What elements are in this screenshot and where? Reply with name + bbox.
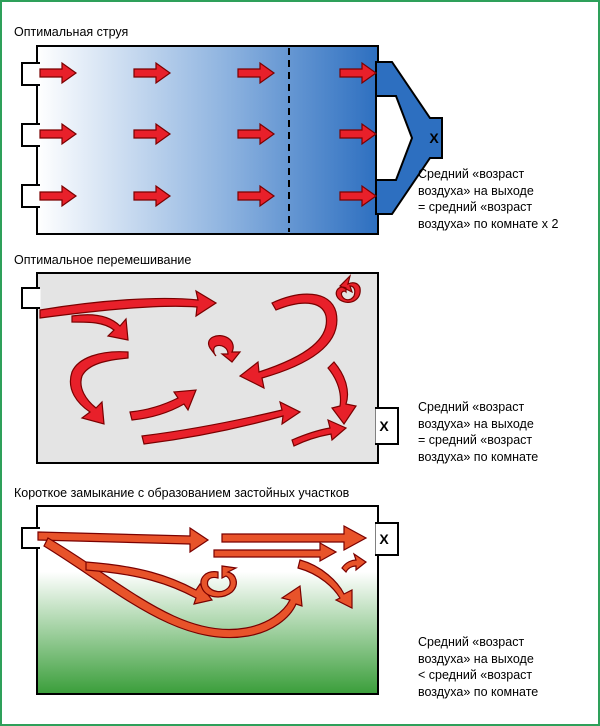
inlet-slot bbox=[21, 184, 40, 208]
exit-x-label: X bbox=[379, 418, 389, 434]
flow-arrow bbox=[297, 559, 353, 609]
flow-arrow bbox=[39, 289, 218, 319]
note-line: воздуха» на выходе bbox=[418, 651, 534, 666]
flow-arrow bbox=[39, 122, 78, 146]
flow-arrow bbox=[85, 561, 214, 605]
flow-arrow bbox=[133, 61, 172, 85]
note-line: = средний «возраст bbox=[418, 200, 533, 214]
flow-arrow bbox=[237, 61, 276, 85]
flow-arrow bbox=[335, 274, 361, 303]
flow-arrow bbox=[339, 61, 378, 85]
exit-x-label: X bbox=[379, 531, 389, 547]
flow-arrow bbox=[238, 293, 338, 390]
flow-arrow bbox=[341, 552, 368, 574]
note-line: = средний «возраст bbox=[418, 433, 533, 447]
flow-arrow bbox=[133, 122, 172, 146]
panel-note: Средний «возраст воздуха» на выходе = ср… bbox=[418, 166, 558, 232]
flow-arrow bbox=[237, 184, 276, 208]
flow-arrow bbox=[37, 526, 210, 554]
note-line: Средний «возраст bbox=[418, 400, 525, 414]
note-line: воздуха» на выходе bbox=[418, 183, 534, 198]
note-line: воздуха» по комнате bbox=[418, 684, 539, 699]
panel-title: Короткое замыкание с образованием застой… bbox=[14, 486, 350, 500]
inlet-slot bbox=[21, 287, 40, 309]
flow-arrow bbox=[69, 351, 129, 425]
note-line: воздуха» на выходе bbox=[418, 416, 534, 431]
panel-note: Средний «возраст воздуха» на выходе = ср… bbox=[418, 399, 538, 465]
note-line: воздуха» по комнате bbox=[418, 449, 539, 464]
panel-optimal-jet: X bbox=[21, 45, 443, 235]
flow-arrow bbox=[208, 335, 242, 363]
short-circuit-arrows bbox=[37, 524, 368, 639]
inlet-slot bbox=[21, 123, 40, 147]
inlet-slot bbox=[21, 527, 40, 549]
flow-arrow bbox=[141, 400, 302, 445]
note-line: < средний «возраст bbox=[418, 668, 533, 682]
note-line: Средний «возраст bbox=[418, 167, 525, 181]
panel-note: Средний «возраст воздуха» на выходе < ср… bbox=[418, 634, 538, 700]
inlet-slot bbox=[21, 62, 40, 86]
flow-arrow bbox=[339, 122, 378, 146]
panel-title: Оптимальная струя bbox=[14, 25, 129, 39]
panel-optimal-mixing: X bbox=[21, 272, 399, 464]
flow-arrow bbox=[291, 418, 348, 447]
flow-arrow bbox=[339, 184, 378, 208]
flow-arrows bbox=[39, 61, 378, 208]
flow-arrow bbox=[39, 184, 78, 208]
panel-title: Оптимальное перемешивание bbox=[14, 253, 192, 267]
flow-arrow bbox=[43, 537, 303, 639]
flow-arrow bbox=[39, 61, 78, 85]
flow-arrow bbox=[129, 389, 197, 421]
flow-arrow bbox=[200, 565, 238, 598]
note-line: Средний «возраст bbox=[418, 635, 525, 649]
note-line: воздуха» по комнате x 2 bbox=[418, 216, 559, 231]
flow-arrow bbox=[327, 361, 357, 426]
flow-arrow bbox=[133, 184, 172, 208]
flow-arrow bbox=[213, 541, 338, 563]
flow-arrow bbox=[71, 314, 129, 341]
flow-arrow bbox=[221, 524, 368, 552]
exit-x-label: X bbox=[429, 130, 439, 146]
room-box bbox=[36, 45, 379, 235]
mixing-arrows bbox=[39, 274, 361, 447]
panel-short-circuit: X bbox=[21, 505, 399, 695]
flow-arrow bbox=[237, 122, 276, 146]
